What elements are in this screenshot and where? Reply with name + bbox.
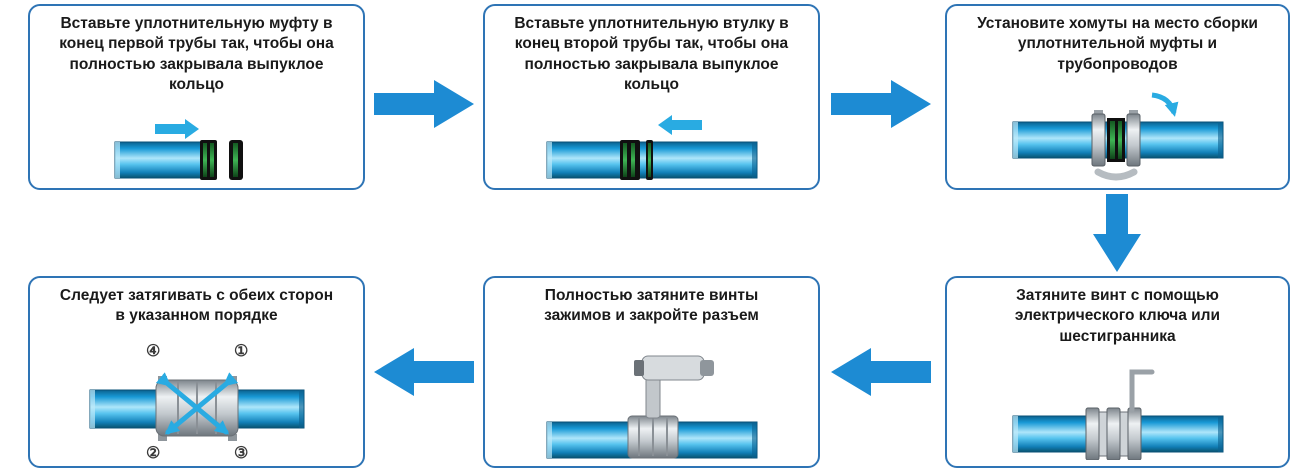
electric-wrench-icon: [633, 355, 714, 419]
step-5-box: Полностью затяните винты зажимов и закро…: [483, 276, 820, 468]
insert-direction-arrow-icon: [657, 115, 702, 135]
rotate-direction-arrow-icon: [1151, 92, 1178, 117]
step-6-text: Следует затягивать с обеих сторон в указ…: [59, 287, 334, 325]
coupling-with-hex-key-illustration: [1012, 369, 1223, 460]
step-3-box: Установите хомуты на место сборки уплотн…: [945, 4, 1290, 190]
flow-arrow-step4-to-step5-icon: [831, 348, 931, 396]
hex-key-icon: [1129, 369, 1154, 413]
step-2-box: Вставьте уплотнительную втулку в конец в…: [483, 4, 820, 190]
cross-tightening-arrows-icon: [155, 372, 238, 435]
flow-arrow-step3-to-step4-icon: [1093, 194, 1141, 272]
order-label-1: ①: [234, 343, 249, 360]
step-6-illustration-area: [30, 360, 363, 456]
step-1-text: Вставьте уплотнительную муфту в конец пе…: [59, 15, 334, 94]
step-2-text: Вставьте уплотнительную втулку в конец в…: [514, 15, 789, 94]
pipes-joined-with-sleeve-illustration: [546, 115, 757, 180]
order-label-3: ③: [234, 445, 249, 462]
flow-arrow-step1-to-step2-icon: [374, 80, 474, 128]
insert-direction-arrow-icon: [154, 119, 199, 139]
flow-arrow-step5-to-step6-icon: [374, 348, 474, 396]
flow-arrow-step2-to-step3-icon: [831, 80, 931, 128]
step-5-illustration-area: [485, 348, 818, 460]
order-label-4: ④: [146, 343, 161, 360]
step-3-illustration-area: [947, 90, 1288, 182]
pipes-with-clamps-illustration: [1012, 92, 1223, 181]
step-1-illustration-area: [30, 116, 363, 182]
step-2-illustration-area: [485, 112, 818, 182]
pipe-with-seal-sleeve-illustration: [114, 119, 243, 180]
step-5-text: Полностью затяните винты зажимов и закро…: [544, 287, 759, 325]
loose-clamp-half-icon: [1094, 168, 1137, 181]
coupling-with-electric-wrench-illustration: [546, 355, 757, 459]
tightening-order-illustration: [89, 372, 304, 441]
step-3-text: Установите хомуты на место сборки уплотн…: [977, 15, 1258, 73]
order-label-2: ②: [146, 445, 161, 462]
step-4-illustration-area: [947, 362, 1288, 460]
step-1-box: Вставьте уплотнительную муфту в конец пе…: [28, 4, 365, 190]
step-4-box: Затяните винт с помощью электрического к…: [945, 276, 1290, 468]
step-4-text: Затяните винт с помощью электрического к…: [1014, 287, 1221, 345]
step-6-box: Следует затягивать с обеих сторон в указ…: [28, 276, 365, 468]
